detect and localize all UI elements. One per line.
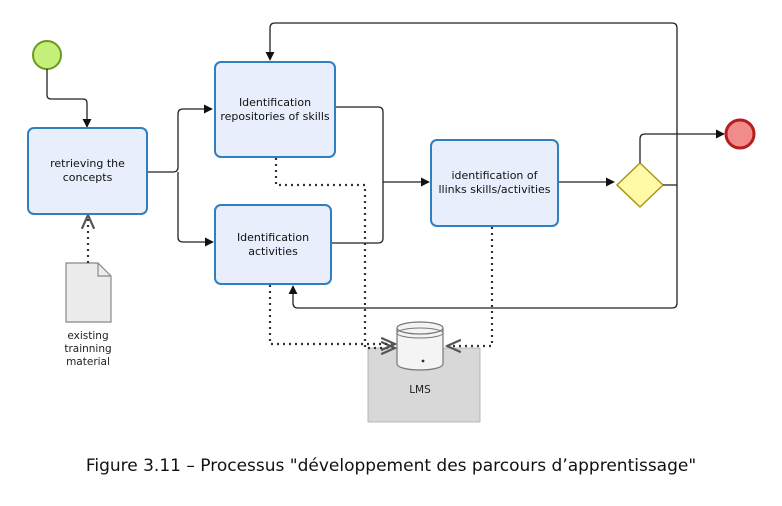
exclusive-gateway bbox=[615, 161, 665, 209]
flow-gateway-loop-top bbox=[265, 22, 678, 186]
flow-gateway-loop-bottom bbox=[288, 185, 678, 309]
association-activities-to-lms bbox=[268, 285, 395, 344]
task-identification-activities-label: Identification activities bbox=[236, 230, 310, 258]
task-retrieving-concepts-label: retrieving the concepts bbox=[50, 157, 125, 184]
task-identification-repositories[interactable]: Identification repositories of skills bbox=[214, 61, 336, 158]
task-retrieving-concepts[interactable]: retrieving the concepts bbox=[27, 127, 148, 215]
lms-data-store bbox=[396, 321, 444, 371]
task-identification-links[interactable]: identification of llinks skills/activiti… bbox=[430, 139, 559, 227]
task-identification-repositories-label: Identification repositories of skills bbox=[220, 95, 330, 123]
flow-activities-to-links bbox=[332, 182, 384, 244]
end-event bbox=[724, 118, 756, 150]
flow-retrieve-to-repositories bbox=[148, 104, 213, 173]
flow-start-to-retrieve bbox=[46, 69, 92, 128]
task-identification-activities[interactable]: Identification activities bbox=[214, 204, 332, 285]
figure-caption: Figure 3.11 – Processus "développement d… bbox=[85, 456, 697, 476]
association-links-to-lms bbox=[447, 227, 494, 346]
lms-label: LMS bbox=[409, 384, 431, 396]
flow-retrieve-to-activities bbox=[177, 172, 214, 247]
association-repositories-to-lms bbox=[274, 158, 395, 348]
document-artifact bbox=[65, 262, 112, 323]
flow-repositories-to-links bbox=[336, 106, 430, 187]
task-identification-links-label: identification of llinks skills/activiti… bbox=[438, 169, 551, 196]
flow-gateway-to-end bbox=[639, 129, 725, 163]
start-event bbox=[32, 40, 62, 70]
document-label: existing trainning material bbox=[64, 330, 112, 368]
